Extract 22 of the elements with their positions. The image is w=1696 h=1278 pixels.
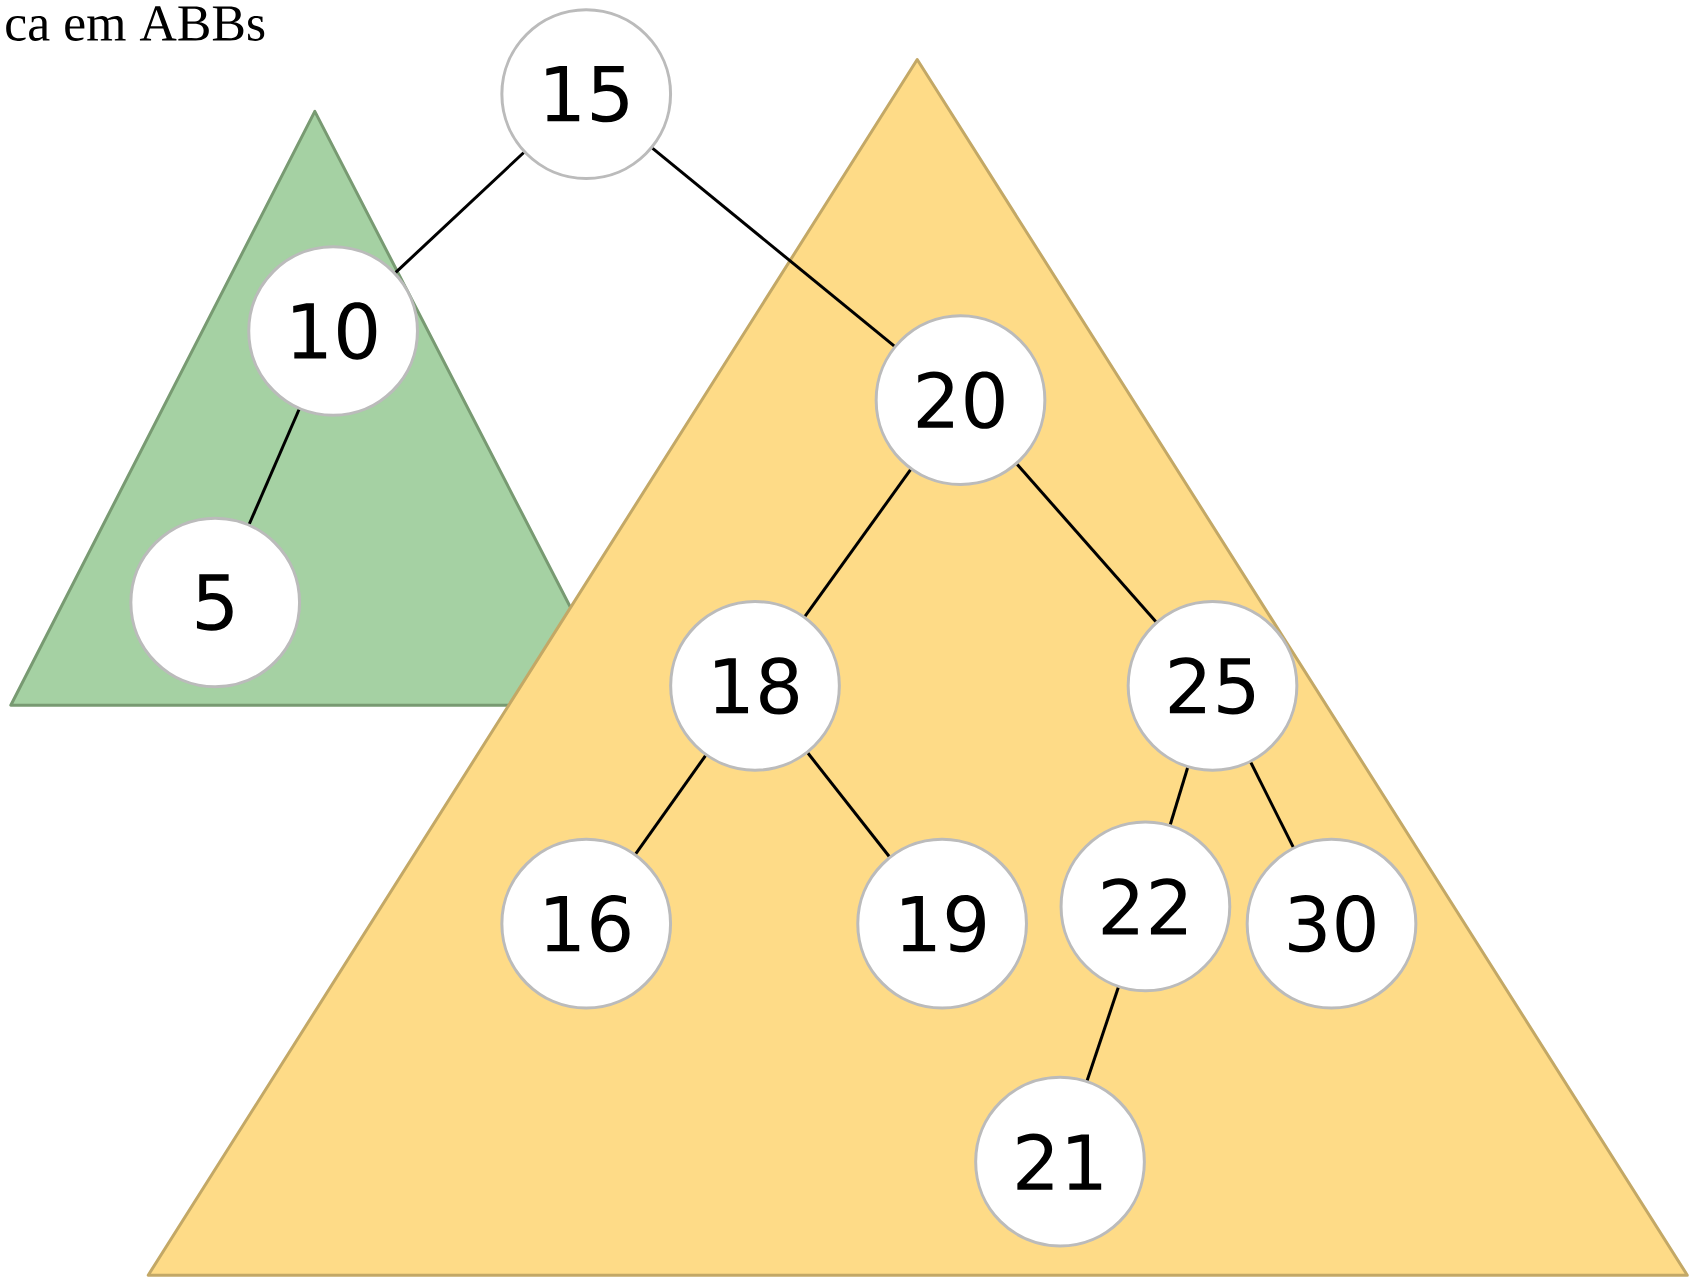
title: ca em ABBs: [6, 6, 265, 41]
tree-edge: [1249, 761, 1295, 848]
tree-node: 22: [1059, 820, 1232, 993]
tree-node: 21: [974, 1075, 1146, 1248]
tree-edge: [1085, 987, 1120, 1081]
tree-edge: [1016, 463, 1157, 623]
tree-node: 5: [129, 516, 302, 689]
tree-edge: [248, 409, 301, 525]
tree-node: 30: [1245, 837, 1418, 1010]
tree-node: 10: [247, 245, 419, 417]
tree-edge: [1168, 767, 1189, 825]
tree-edge: [803, 469, 912, 617]
tree-node: 16: [500, 837, 673, 1010]
tree-node: 19: [856, 837, 1028, 1010]
tree-edge: [394, 151, 525, 274]
tree-node: 20: [874, 314, 1047, 487]
tree-edge: [806, 752, 891, 858]
tree-edge: [634, 754, 707, 855]
tree-edge: [651, 147, 895, 348]
tree-node: 18: [669, 599, 841, 772]
tree-node: 15: [500, 8, 673, 180]
tree-node: 25: [1126, 599, 1299, 772]
